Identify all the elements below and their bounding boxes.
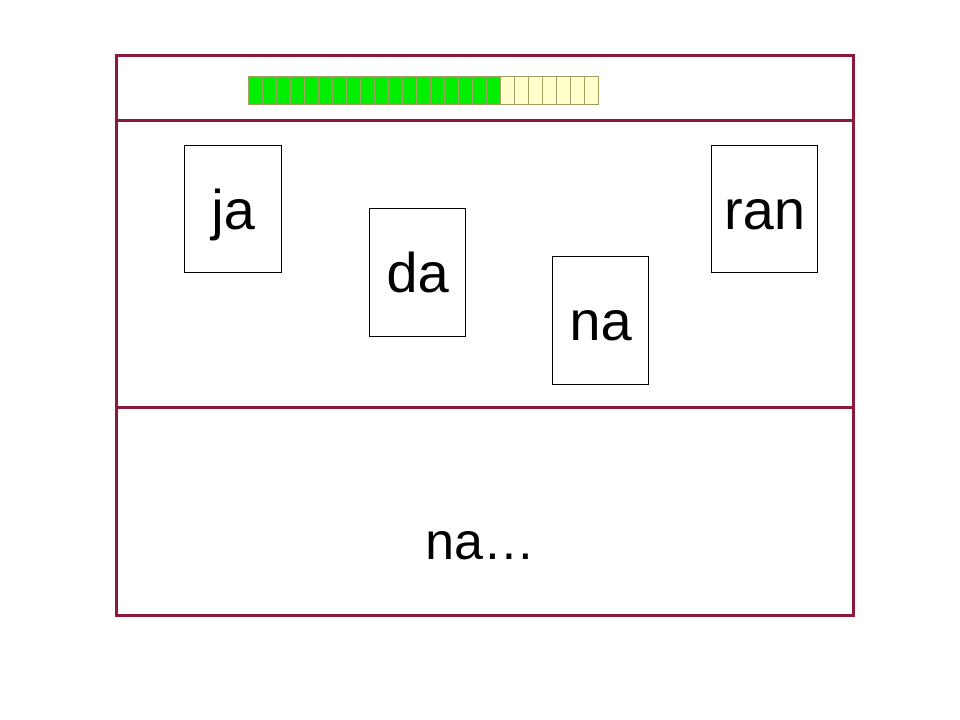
progress-cell-filled: [402, 76, 417, 105]
progress-cell-filled: [486, 76, 501, 105]
syllable-card-na[interactable]: na: [552, 256, 649, 385]
progress-cell-filled: [346, 76, 361, 105]
progress-cell-filled: [360, 76, 375, 105]
syllable-card-da[interactable]: da: [369, 208, 466, 337]
progress-cell-filled: [290, 76, 305, 105]
progress-cell-filled: [304, 76, 319, 105]
progress-cell-filled: [374, 76, 389, 105]
progress-cell-empty: [500, 76, 515, 105]
progress-cell-empty: [542, 76, 557, 105]
progress-cell-filled: [430, 76, 445, 105]
progress-cell-filled: [388, 76, 403, 105]
progress-cell-filled: [276, 76, 291, 105]
progress-cell-empty: [570, 76, 585, 105]
progress-cell-empty: [514, 76, 529, 105]
progress-cell-empty: [528, 76, 543, 105]
answer-word: na…: [425, 513, 535, 571]
progress-cell-empty: [556, 76, 571, 105]
progress-cell-filled: [444, 76, 459, 105]
progress-cell-filled: [416, 76, 431, 105]
syllable-card-ja[interactable]: ja: [184, 145, 282, 273]
progress-cell-empty: [584, 76, 599, 105]
progress-cell-filled: [332, 76, 347, 105]
progress-cell-filled: [472, 76, 487, 105]
answer-panel: [115, 406, 855, 617]
progress-cell-filled: [458, 76, 473, 105]
syllable-card-ran[interactable]: ran: [711, 145, 818, 273]
progress-cell-filled: [318, 76, 333, 105]
progress-cell-filled: [262, 76, 277, 105]
progress-cell-filled: [248, 76, 263, 105]
progress-bar: [248, 76, 599, 105]
